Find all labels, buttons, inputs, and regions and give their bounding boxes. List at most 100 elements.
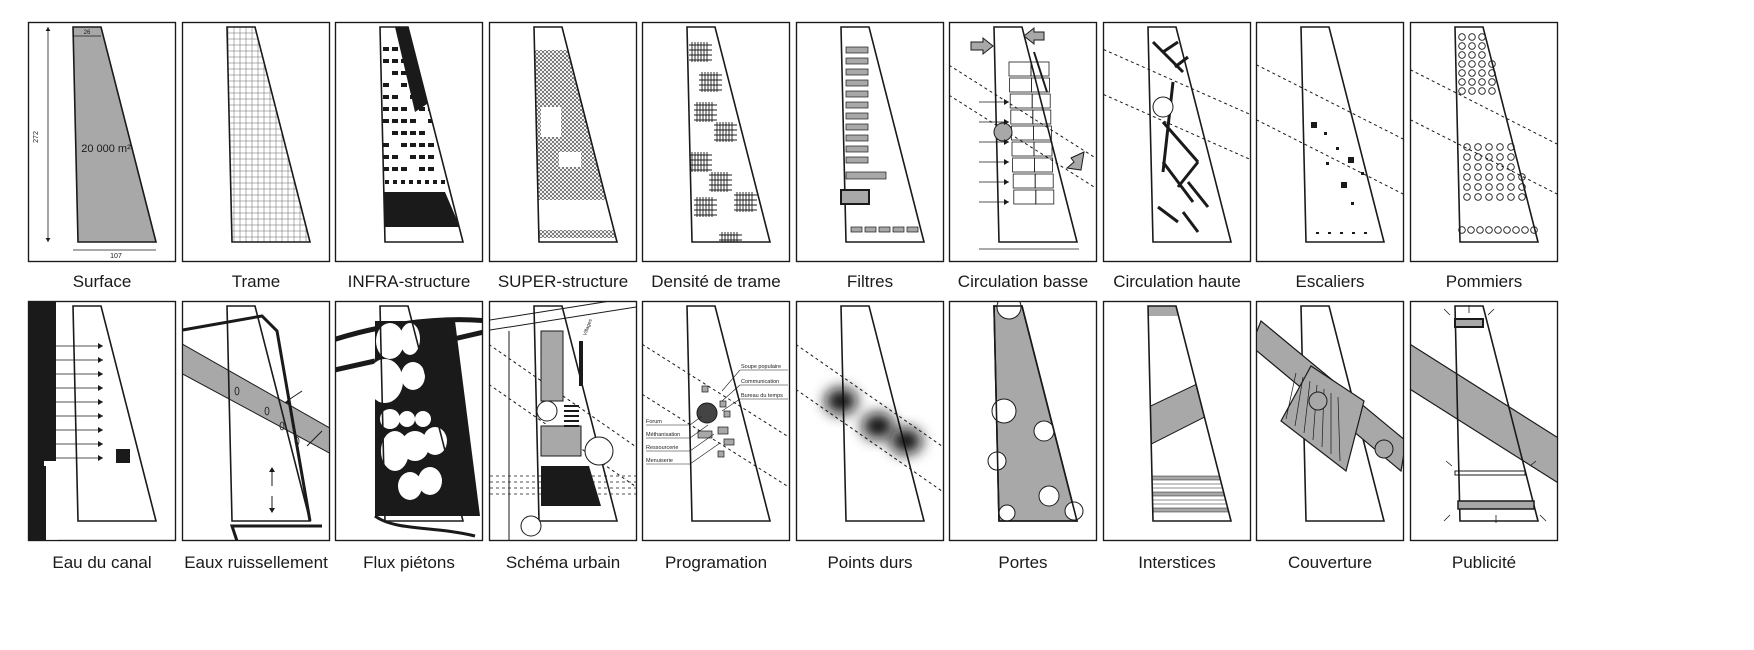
panel-escaliers: Escaliers	[1255, 21, 1405, 296]
caption-densite: Densité de trame	[651, 272, 781, 291]
dash-block	[419, 95, 425, 99]
void	[559, 152, 581, 167]
filter-bar	[906, 226, 919, 233]
sketch-content	[336, 305, 482, 538]
urban-block	[540, 330, 564, 402]
panel-publicite: Publicité	[1409, 300, 1559, 577]
sketch-canal	[27, 300, 177, 542]
dark-strip	[579, 341, 583, 386]
frame-border	[488, 21, 638, 263]
dash-block	[392, 107, 398, 111]
sketch-content	[987, 302, 1084, 522]
flow-line	[1033, 51, 1048, 93]
apple-tree	[1468, 51, 1476, 59]
dash-block	[383, 83, 389, 87]
panel-circ-basse: Circulation basse	[948, 21, 1098, 296]
big-arrow	[1065, 151, 1085, 171]
ray	[1529, 460, 1537, 467]
dash-block	[383, 107, 389, 111]
pedestrian-cell	[401, 431, 429, 461]
filter-bar	[845, 101, 869, 109]
program-box	[717, 426, 729, 435]
walkway	[1186, 181, 1210, 208]
panel-filtres: Filtres	[795, 21, 945, 296]
dot-block	[425, 180, 429, 184]
caption-infra: INFRA-structure	[347, 272, 471, 291]
apple-tree	[1458, 33, 1466, 41]
walkway	[1157, 205, 1179, 224]
arrow-head	[1004, 159, 1009, 165]
apple-tree	[1478, 78, 1486, 86]
hatched-strip	[534, 230, 617, 238]
caption-portes: Portes	[998, 553, 1048, 572]
apple-tree	[1478, 60, 1486, 68]
sketch-filtres	[795, 21, 945, 263]
site-outline	[226, 26, 312, 243]
arrow-head	[1004, 199, 1009, 205]
dash-block	[383, 95, 389, 99]
door-opening	[998, 504, 1016, 522]
frame-border	[1409, 300, 1559, 542]
drain-line	[183, 314, 312, 522]
caption-points-durs: Points durs	[827, 553, 913, 572]
apple-tree	[1518, 193, 1526, 201]
site-outline	[1454, 305, 1540, 522]
caption-programation: Programation	[664, 553, 768, 572]
apple-tree	[1507, 143, 1515, 151]
dash-block	[401, 131, 407, 135]
apple-tree	[1474, 143, 1482, 151]
dash-block	[383, 155, 389, 159]
frame-border	[181, 21, 331, 263]
site-outline	[1147, 26, 1233, 243]
sketch-content: Villages	[490, 302, 636, 540]
site-outline	[686, 26, 772, 243]
stair-cell	[1033, 125, 1052, 141]
leader-line	[689, 415, 703, 426]
arrow-head	[269, 467, 275, 472]
arrow-head	[285, 399, 290, 405]
dash-block	[383, 59, 389, 63]
dashed-line	[797, 389, 943, 493]
frame	[641, 21, 791, 263]
frame-border	[1409, 21, 1559, 263]
path-line	[374, 514, 476, 538]
site-outline	[1147, 305, 1233, 522]
apple-tree	[1463, 193, 1471, 201]
dim-arrow	[45, 238, 51, 242]
apple-tree	[1467, 226, 1475, 234]
apple-tree	[1468, 69, 1476, 77]
walkway	[1174, 55, 1189, 69]
apple-tree	[1507, 173, 1515, 181]
sketch-super	[488, 21, 638, 263]
site-outline	[72, 26, 158, 243]
sketch-content	[1257, 305, 1403, 522]
dash-block	[383, 167, 389, 171]
site-outline	[1300, 26, 1386, 243]
filter-bar	[845, 123, 869, 131]
door-opening	[991, 398, 1017, 424]
dash-block	[401, 47, 407, 51]
billboard	[1457, 500, 1535, 510]
arrow-head	[269, 508, 275, 513]
apple-tree	[1485, 193, 1493, 201]
sketch-circ-basse	[948, 21, 1098, 263]
dot-block	[409, 180, 413, 184]
dim-label-bottom: 107	[110, 253, 122, 260]
dash-block	[410, 83, 416, 87]
infra-blocks	[381, 27, 460, 227]
filter-bar	[845, 156, 869, 164]
dashed-line	[1104, 49, 1250, 115]
sketch-trame	[181, 21, 331, 263]
frame-border	[1102, 300, 1252, 542]
stair-mark	[1336, 147, 1339, 150]
stair-mark	[1361, 172, 1364, 175]
frame-border	[181, 300, 331, 542]
panel-trame: Trame	[181, 21, 331, 296]
apple-tree	[1468, 78, 1476, 86]
apple-tree	[1485, 153, 1493, 161]
dash-block	[428, 167, 434, 171]
density-strokes	[689, 42, 757, 242]
